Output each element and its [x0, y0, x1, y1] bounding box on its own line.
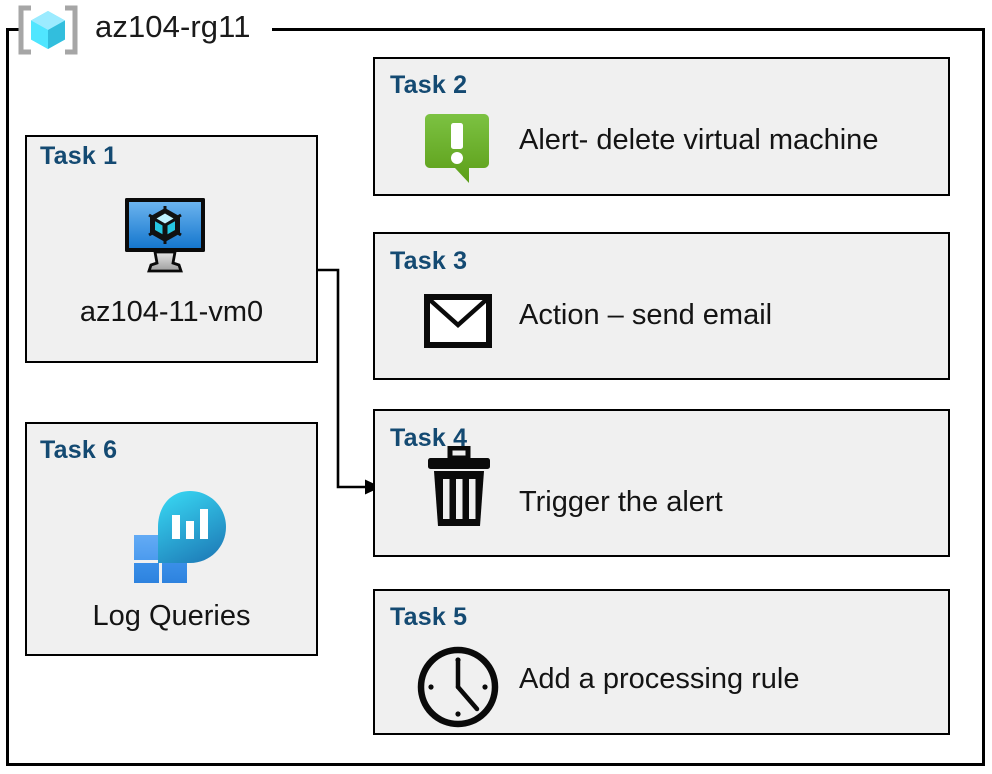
task-text-task1: az104-11-vm0 [79, 296, 264, 328]
virtual-machine-icon [125, 198, 205, 273]
task-card-task4[interactable] [373, 409, 950, 557]
task-label-task6: Task 6 [40, 436, 118, 464]
resource-group-frame-top-left-stub [6, 28, 20, 31]
task-label-task3: Task 3 [390, 247, 468, 275]
resource-group-name: az104-rg11 [95, 9, 251, 44]
task-text-task5: Add a processing rule [519, 663, 800, 695]
task-text-task6: Log Queries [92, 600, 251, 632]
envelope-icon [424, 294, 492, 348]
task-label-task5: Task 5 [390, 603, 468, 631]
clock-icon [417, 646, 499, 728]
task-text-task3: Action – send email [519, 299, 773, 331]
trash-icon [428, 446, 490, 526]
task-label-task1: Task 1 [40, 142, 118, 170]
resource-group-cube-icon [18, 5, 78, 55]
resource-group-frame-left [6, 28, 9, 766]
resource-group-frame-top-right [272, 28, 985, 31]
alert-bubble-icon [425, 114, 489, 183]
task-label-task2: Task 2 [390, 71, 468, 99]
resource-group-frame-bottom [6, 763, 985, 766]
task-card-task5[interactable] [373, 589, 950, 735]
task-text-task4: Trigger the alert [519, 486, 723, 518]
resource-group-frame-right [982, 28, 985, 766]
log-analytics-icon [134, 491, 226, 583]
task-card-task1[interactable] [25, 135, 318, 363]
task-text-task2: Alert- delete virtual machine [519, 124, 879, 156]
